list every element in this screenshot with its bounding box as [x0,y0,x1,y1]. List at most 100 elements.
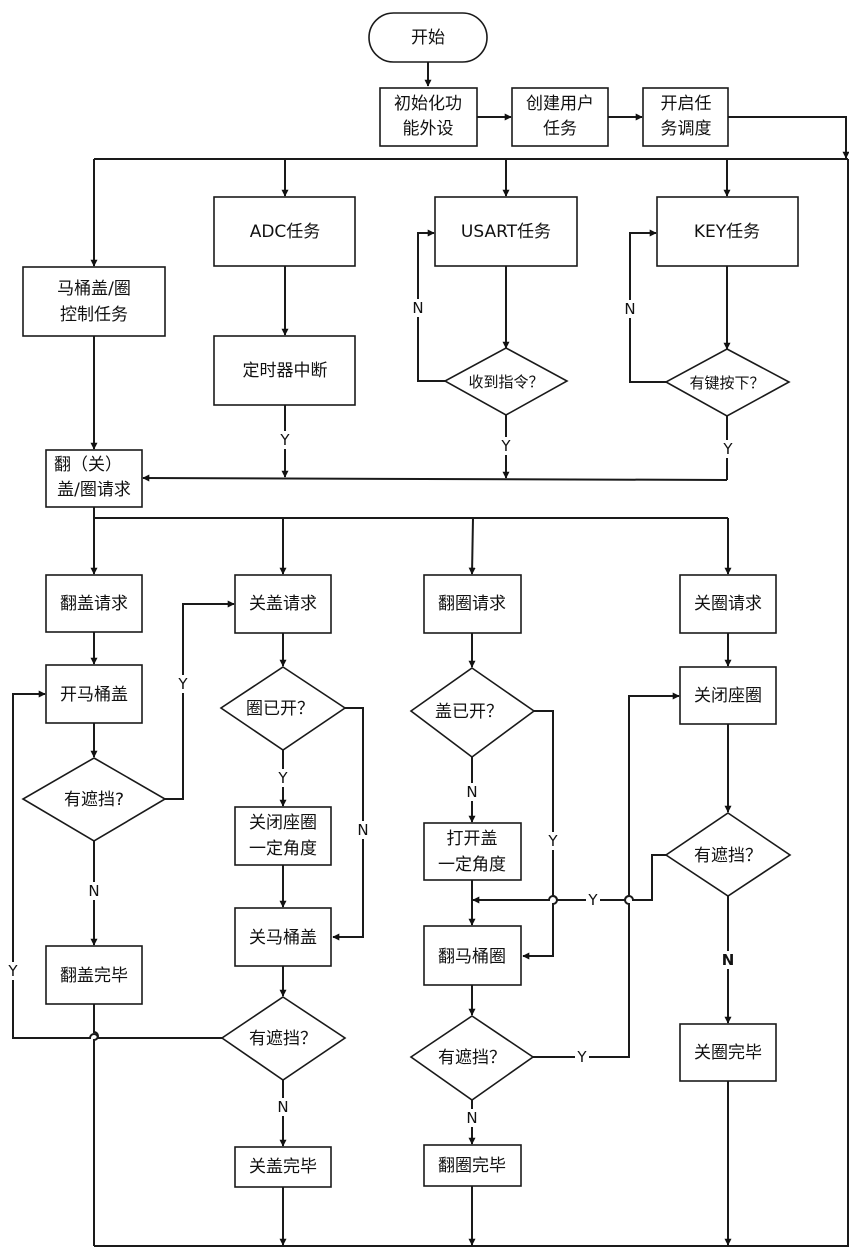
close-ring-request-node: 关圈请求 [679,574,777,634]
open-lid-blocked-label: 有遮挡? [64,790,124,810]
branch-labels: Y N Y N Y Y N Y Y N N N Y Y N [6,299,735,1127]
edge-request-collector [142,474,728,482]
close-lid-done-node: 关盖完毕 [234,1146,332,1188]
close-lid-label: 关马桶盖 [249,928,317,948]
close-ring-label: 关闭座圈 [694,686,762,706]
close-ring-done-node: 关圈完毕 [679,1023,777,1082]
open-ring-done-node: 翻圈完毕 [423,1144,522,1187]
ring-opened-no-label: N [357,821,368,839]
usart-task-label: USART任务 [461,222,551,242]
open-lid-node: 开马桶盖 [45,664,143,724]
edge-closelid-blocked-yes [12,690,222,1039]
open-ring-request-node: 翻圈请求 [423,574,522,634]
open-lid-request-label: 翻盖请求 [60,594,128,614]
close-lid-request-label: 关盖请求 [249,594,317,614]
nodes: 开始 初始化功 能外设 创建用户 任务 开启任 务调度 马桶盖/圈 控制任务 A… [21,12,799,1188]
adc-task-node: ADC任务 [213,196,356,267]
init-peripherals-line2: 能外设 [403,119,454,139]
lid-opened-decision: 盖已开？ [409,667,536,758]
timer-yes-label: Y [279,431,290,449]
lid-opened-no-label: N [466,783,477,801]
close-lid-node: 关马桶盖 [234,907,332,967]
open-ring-done-label: 翻圈完毕 [438,1156,506,1176]
open-lid-angle-line1: 打开盖 [447,829,498,849]
lid-ring-task-line2: 控制任务 [60,305,128,325]
close-ring-angle-line1: 关闭座圈 [249,813,317,833]
open-lid-request-node: 翻盖请求 [45,574,143,633]
start-label: 开始 [411,28,445,48]
close-lid-blocked-decision: 有遮挡？ [220,996,347,1081]
cmd-yes-label: Y [500,437,511,455]
start-node: 开始 [368,12,488,63]
close-ring-node: 关闭座圈 [679,666,777,725]
close-lid-blocked-label: 有遮挡？ [249,1029,317,1049]
close-ring-blocked-label: 有遮挡？ [694,846,762,866]
close-ring-blocked-yes-label: Y [587,891,598,909]
init-peripherals-node: 初始化功 能外设 [379,87,478,147]
edge-openlid-blocked-yes [165,600,235,800]
ring-opened-decision: 圈已开？ [219,666,347,751]
lid-opened-yes-label: Y [547,832,558,850]
lid-ring-task-line1: 马桶盖/圈 [57,279,131,299]
ring-opened-yes-label: Y [277,769,288,787]
key-task-label: KEY任务 [694,222,760,242]
close-lid-blocked-yes-label: Y [7,962,18,980]
open-lid-blocked-decision: 有遮挡? [21,757,167,842]
close-lid-done-label: 关盖完毕 [249,1157,317,1177]
return-rail [94,159,849,1247]
close-ring-angle-node: 关闭座圈 一定角度 [234,806,332,866]
close-ring-angle-line2: 一定角度 [249,839,317,859]
key-pressed-label: 有键按下？ [689,374,764,392]
timer-interrupt-node: 定时器中断 [213,335,356,406]
open-ring-blocked-no-label: N [466,1109,477,1127]
open-lid-angle-node: 打开盖 一定角度 [423,822,522,881]
create-tasks-line2: 任务 [543,119,577,139]
request-bus [93,507,728,519]
edge-closering-blocked-yes [472,854,666,904]
create-tasks-node: 创建用户 任务 [511,87,609,147]
lid-ring-request-line2: 盖/圈请求 [57,480,131,500]
cmd-no-label: N [412,299,423,317]
lid-ring-request-line1: 翻（关） [54,455,122,475]
close-ring-blocked-no-label: N [722,951,735,969]
edge-openring-blocked-yes [533,692,680,1058]
close-lid-blocked-no-label: N [277,1098,288,1116]
key-pressed-decision: 有键按下？ [664,348,791,417]
open-ring-blocked-yes-label: Y [576,1048,587,1066]
start-scheduler-line1: 开启任 [661,94,712,114]
open-lid-done-label: 翻盖完毕 [60,966,128,986]
timer-interrupt-label: 定时器中断 [243,361,328,381]
close-lid-request-node: 关盖请求 [234,574,332,634]
edge-openlid-done-return [93,1004,99,1246]
open-ring-blocked-decision: 有遮挡？ [409,1015,535,1101]
lid-ring-request-node: 翻（关） 盖/圈请求 [45,449,143,508]
key-yes-label: Y [722,440,733,458]
close-ring-blocked-decision: 有遮挡？ [664,812,792,897]
open-lid-angle-line2: 一定角度 [438,855,506,875]
edge-bus-openringreq [468,517,476,575]
usart-task-node: USART任务 [434,196,578,267]
open-lid-blocked-yes-label: Y [177,675,188,693]
init-peripherals-line1: 初始化功 [394,94,462,114]
open-ring-node: 翻马桶圈 [423,925,522,986]
key-task-node: KEY任务 [656,196,799,267]
adc-task-label: ADC任务 [250,222,321,242]
ring-opened-label: 圈已开？ [246,699,314,719]
cmd-received-label: 收到指令？ [468,373,543,391]
create-tasks-line1: 创建用户 [526,94,594,114]
open-lid-label: 开马桶盖 [60,685,128,705]
close-ring-request-label: 关圈请求 [694,594,762,614]
open-lid-blocked-no-label: N [88,882,99,900]
key-no-label: N [624,300,635,318]
open-lid-done-node: 翻盖完毕 [45,945,143,1005]
lid-opened-label: 盖已开？ [435,702,503,722]
start-scheduler-line2: 务调度 [661,119,712,139]
open-ring-request-label: 翻圈请求 [438,594,506,614]
edge-scheduler-rail [728,116,849,159]
start-scheduler-node: 开启任 务调度 [642,87,729,147]
lid-ring-task-node: 马桶盖/圈 控制任务 [22,266,166,337]
open-ring-label: 翻马桶圈 [438,947,506,967]
close-ring-done-label: 关圈完毕 [694,1043,762,1063]
open-ring-blocked-label: 有遮挡？ [438,1048,506,1068]
